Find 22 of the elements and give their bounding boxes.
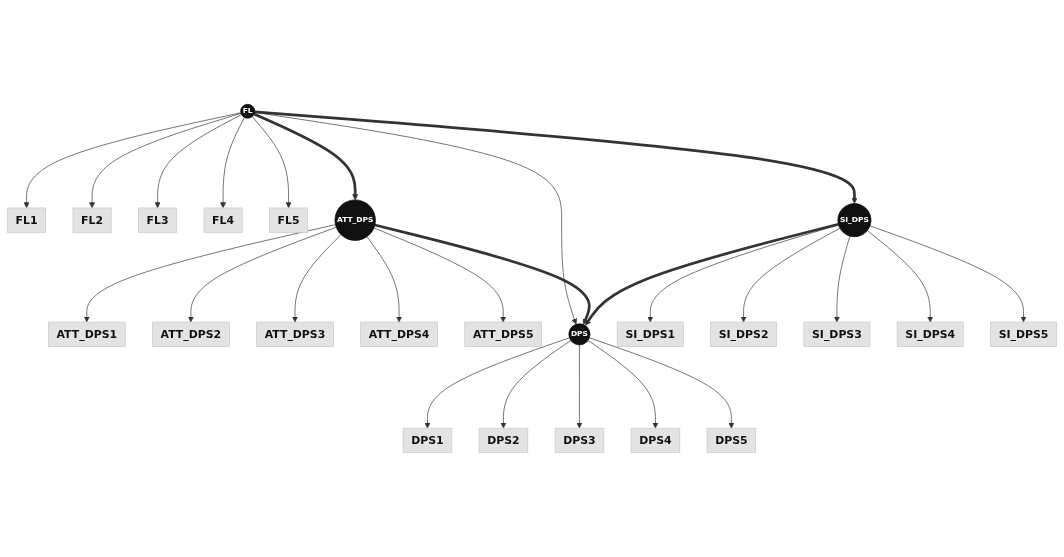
node-box: ATT_DPS5: [464, 321, 542, 347]
arrow: [253, 112, 359, 201]
node-box: FL1: [7, 207, 47, 233]
node-box: DPS4: [630, 427, 681, 454]
node-box: ATT_DPS2: [152, 321, 230, 347]
node-box: ATT_DPS3: [256, 321, 334, 347]
node-box: ATT_DPS1: [48, 321, 126, 347]
node-box: FL5: [269, 207, 309, 233]
arrow: [254, 110, 858, 204]
node-box: SI_DPS5: [990, 321, 1057, 347]
node-box: FL3: [138, 207, 178, 233]
node-box: SI_DPS1: [616, 321, 684, 347]
node-box: SI_DPS4: [896, 321, 964, 347]
node-box: ATT_DPS4: [360, 321, 438, 347]
node-box: SI_DPS3: [803, 321, 871, 347]
node-box: DPS1: [402, 427, 453, 454]
node-box: DPS2: [478, 427, 529, 454]
node-box: FL4: [203, 207, 243, 233]
node-box: SI_DPS2: [710, 321, 777, 347]
node-box: DPS3: [554, 427, 605, 454]
node-box: DPS5: [706, 427, 757, 454]
node-box: FL2: [72, 207, 112, 233]
